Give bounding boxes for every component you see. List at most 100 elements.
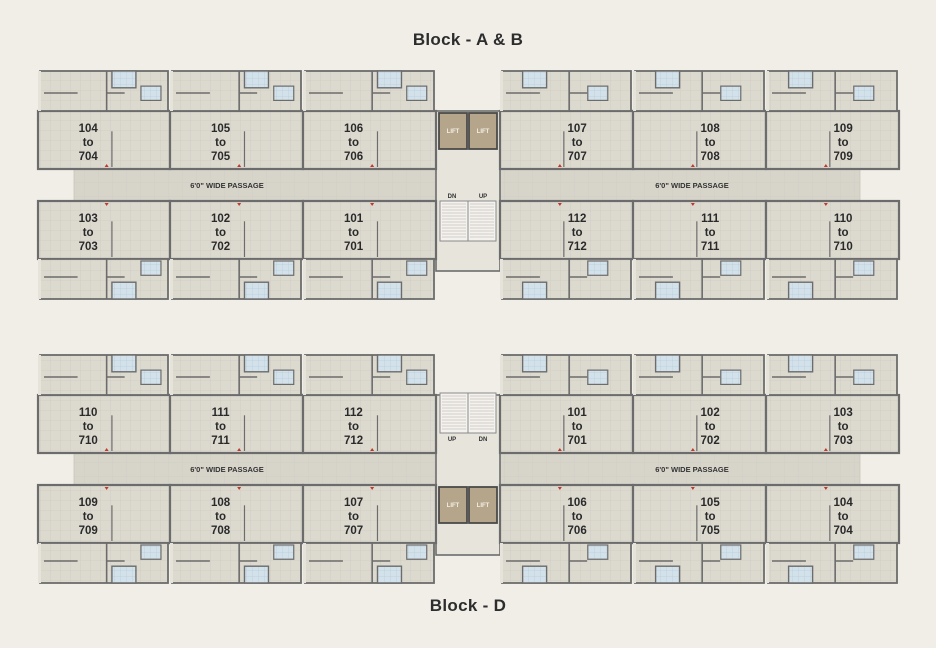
unit-number-to: 710 [79,435,98,447]
unit-number-from: 104 [834,497,854,509]
unit-number-from: 102 [211,213,230,225]
toilet [243,281,270,300]
unit-number-from: 104 [79,123,99,135]
entry-door-marker [370,164,375,167]
unit-connector: to [705,227,716,239]
unit-connector: to [705,511,716,523]
toilet [111,565,137,584]
toilet [654,70,681,89]
toilet [521,565,548,584]
unit-connector: to [83,137,94,149]
toilet [406,85,428,102]
passage-label-left: 6'0" WIDE PASSAGE [190,181,264,190]
block-ab-plan: 104to704103to703105to705102to702106to706… [36,70,901,300]
entry-door-marker [557,203,562,206]
toilet [521,70,548,89]
toilet [376,354,403,373]
unit-number-to: 710 [834,241,853,253]
unit-number-to: 704 [79,151,99,163]
entry-door-marker [370,487,375,490]
toilet [111,354,137,373]
toilet [720,260,742,276]
entry-door-marker [823,164,828,167]
toilet [787,70,814,89]
unit-number-from: 103 [834,407,853,419]
toilet [243,565,270,584]
unit-number-from: 102 [701,407,720,419]
toilet [654,565,681,584]
unit-number-to: 708 [211,525,231,537]
block-ab-title: Block - A & B [412,30,524,49]
lift-label: LIFT [477,129,490,135]
lift-1 [438,486,468,524]
unit-number-from: 112 [344,407,363,419]
entry-door-marker [104,203,109,206]
entry-door-marker [690,487,695,490]
toilet [521,354,548,373]
unit-number-to: 701 [344,241,364,253]
unit-connector: to [215,227,226,239]
entry-door-marker [237,487,242,490]
entry-door-marker [557,487,562,490]
unit-connector: to [838,137,849,149]
toilet [720,544,742,560]
stair-label-left: UP [448,437,456,443]
lift-label: LIFT [477,503,490,509]
unit-number-from: 105 [211,123,231,135]
entry-door-marker [370,203,375,206]
entry-door-marker [104,164,109,167]
unit-connector: to [215,421,226,433]
toilet [243,70,270,89]
toilet [587,544,609,560]
unit-connector: to [83,227,94,239]
entry-door-marker [237,448,242,451]
toilet [720,369,742,385]
toilet [243,354,270,373]
toilet [787,281,814,300]
lift-2 [468,486,498,524]
unit-connector: to [83,511,94,523]
stair-label-right: DN [479,437,488,443]
unit-number-from: 107 [344,497,363,509]
unit-number-from: 112 [568,213,587,225]
toilet [406,369,428,385]
toilet [273,260,295,276]
lift-label: LIFT [447,503,460,509]
toilet [787,354,814,373]
unit-connector: to [572,511,583,523]
unit-number-from: 101 [568,407,588,419]
unit-connector: to [705,137,716,149]
block-d-plan: 110to710109to709111to711108to708112to712… [36,354,901,584]
unit-connector: to [838,421,849,433]
entry-door-marker [370,448,375,451]
stair-label-left: DN [448,194,457,200]
entry-door-marker [823,203,828,206]
unit-connector: to [705,421,716,433]
unit-connector: to [83,421,94,433]
lift-2 [468,112,498,150]
passage-label-right: 6'0" WIDE PASSAGE [655,465,729,474]
unit-connector: to [348,511,359,523]
toilet [111,70,137,89]
unit-top-0: 104 to 704 [36,70,172,171]
unit-connector: to [215,137,226,149]
toilet [654,354,681,373]
unit-connector: to [348,137,359,149]
unit-number-from: 108 [211,497,231,509]
entry-door-marker [823,448,828,451]
